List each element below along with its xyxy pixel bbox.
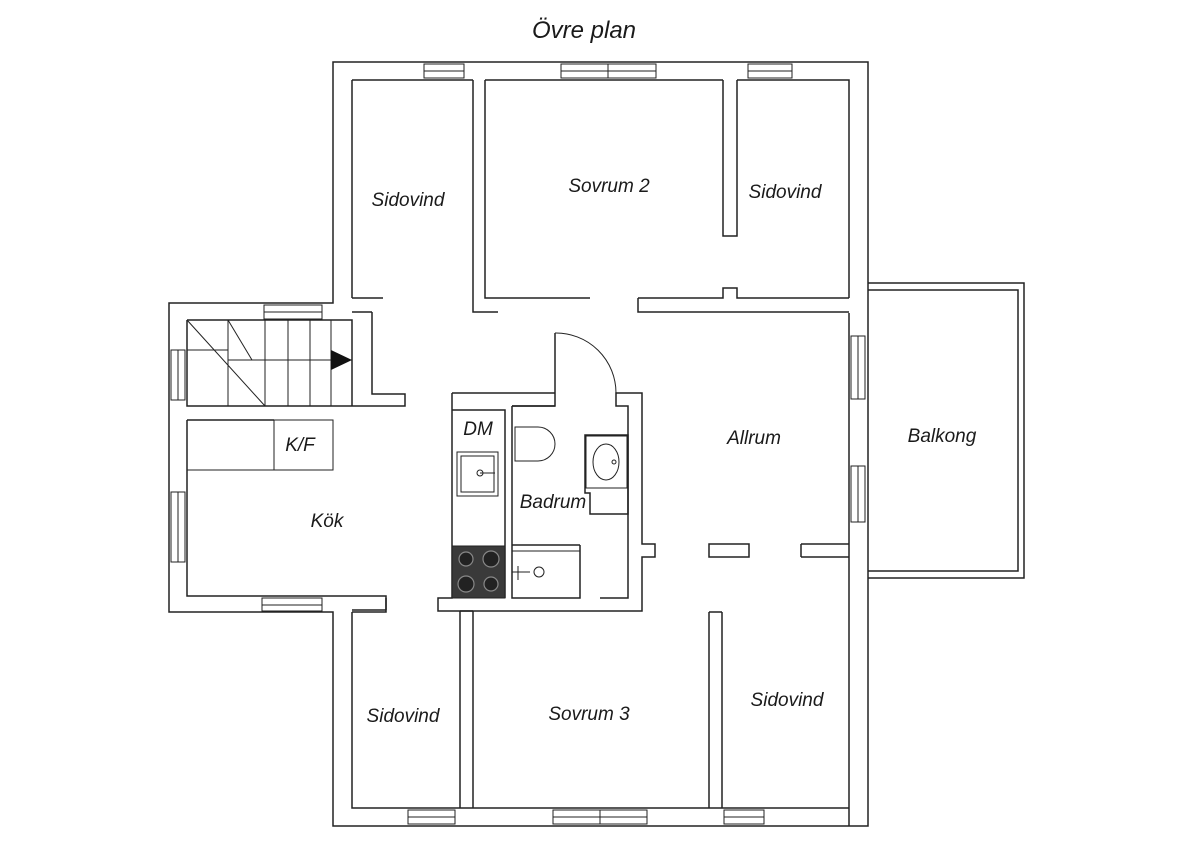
- bedroom-walls-top: [352, 80, 849, 313]
- windows: [170, 63, 866, 825]
- kitchen-counter: [437, 333, 656, 612]
- allrum-walls: [708, 543, 849, 558]
- exterior-wall-inner: [351, 79, 850, 826]
- room-label-balkong: Balkong: [908, 426, 977, 447]
- room-label-sidovind-top-right: Sidovind: [749, 182, 823, 203]
- bedroom-walls-bottom: [352, 598, 723, 808]
- burner-icon: [483, 576, 499, 592]
- staircase: [186, 319, 352, 407]
- room-label-kok: Kök: [311, 511, 345, 532]
- shower-drain-icon: [533, 566, 545, 578]
- bathroom: [511, 332, 629, 599]
- room-label-sovrum-2: Sovrum 2: [568, 176, 650, 197]
- burner-icon: [482, 550, 500, 568]
- stair-arrow-icon: [331, 350, 352, 370]
- room-label-allrum: Allrum: [726, 428, 781, 449]
- stair-wall: [186, 311, 406, 407]
- bathroom-door: [554, 332, 617, 394]
- burner-icon: [457, 575, 475, 593]
- room-label-sovrum-3: Sovrum 3: [548, 704, 630, 725]
- room-label-dm: DM: [463, 419, 493, 440]
- plan-title: Övre plan: [532, 17, 636, 44]
- room-label-kf: K/F: [285, 435, 316, 456]
- kf-closet: [187, 419, 334, 471]
- toilet-icon: [514, 426, 556, 462]
- burner-icon: [458, 551, 474, 567]
- room-label-sidovind-top-left: Sidovind: [372, 190, 446, 211]
- balcony: [868, 282, 1025, 579]
- room-label-badrum: Badrum: [520, 492, 587, 513]
- room-label-sidovind-bottom-right: Sidovind: [751, 690, 825, 711]
- room-label-sidovind-bottom-left: Sidovind: [367, 706, 441, 727]
- exterior-wall: [168, 61, 869, 827]
